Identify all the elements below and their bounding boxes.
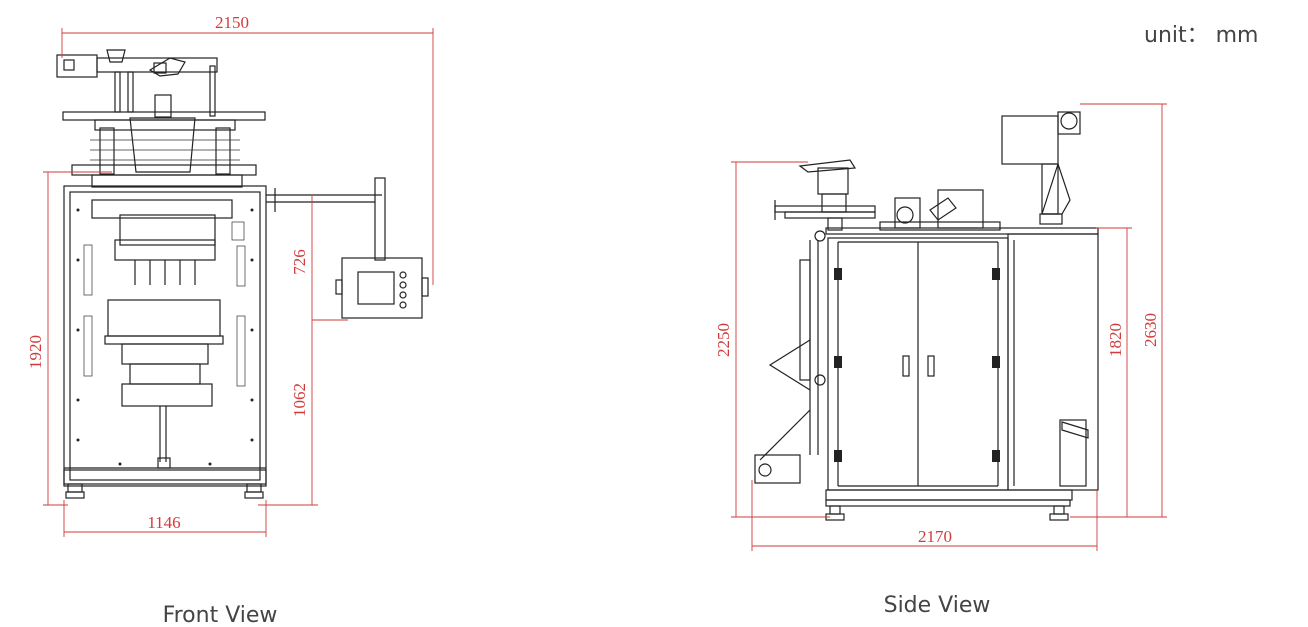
dim-side-max-height: 2630 xyxy=(1141,313,1160,347)
dim-side-cabinet-height: 1820 xyxy=(1106,323,1125,357)
dim-side-total-height: 2250 xyxy=(714,323,733,357)
dim-front-height: 1920 xyxy=(26,335,45,369)
side-view-dimensions xyxy=(731,103,1167,551)
dim-frame-width: 1146 xyxy=(147,513,180,532)
dim-arm-height: 726 xyxy=(290,249,309,275)
front-view-dimensions xyxy=(43,28,434,537)
dim-side-length: 2170 xyxy=(918,527,952,546)
side-view-caption: Side View xyxy=(884,593,991,618)
side-view-machine xyxy=(754,111,1099,521)
front-view-machine xyxy=(56,49,429,499)
dim-arm-base-height: 1062 xyxy=(290,383,309,417)
unit-label: unit： mm xyxy=(1144,23,1258,48)
dim-overall-width: 2150 xyxy=(215,13,249,32)
front-view-caption: Front View xyxy=(163,603,278,627)
